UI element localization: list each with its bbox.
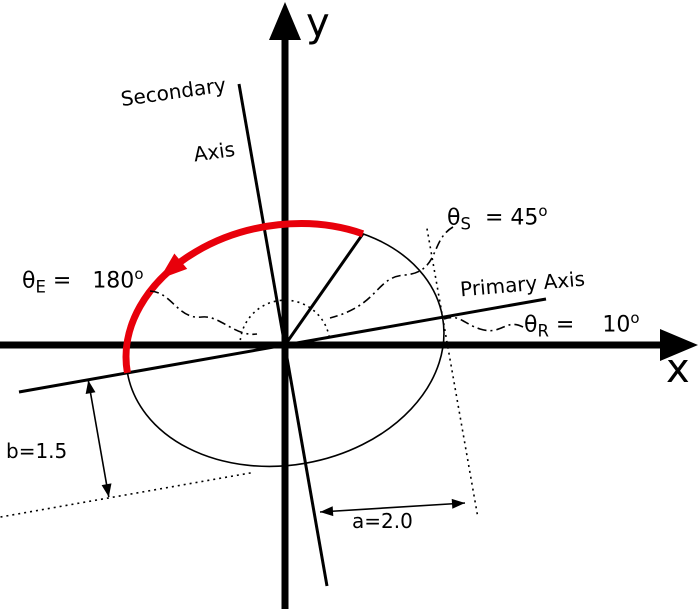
b-tangent-dotted-line (0, 471, 254, 518)
theta-e-subscript: E (35, 277, 46, 297)
secondary-axis-label: Secondary Axis (92, 32, 243, 221)
x-axis-arrowhead-icon (660, 329, 698, 361)
theta-s-label: θS = 45o (447, 203, 548, 234)
degree-sign: o (538, 202, 548, 220)
theta-e-label: θE = 180o (22, 266, 143, 297)
theta-s-value: = 45 (470, 205, 539, 231)
theta-s-subscript: S (460, 214, 471, 234)
theta-symbol: θ (22, 268, 36, 294)
theta-e-value: = 180 (45, 268, 135, 294)
b-dimension-arrowhead-icon (85, 380, 96, 394)
secondary-axis-label-line1: Secondary (119, 72, 228, 112)
theta-symbol: θ (447, 205, 461, 231)
x-axis-label: x (666, 346, 690, 392)
y-axis-label: y (306, 0, 330, 46)
secondary-axis-label-line2: Axis (192, 136, 237, 167)
a-dimension-label: a=2.0 (352, 509, 413, 533)
y-axis-arrowhead-icon (269, 2, 301, 40)
theta-r-label: θR = 10o (524, 310, 640, 341)
a-tangent-dotted-line (426, 228, 479, 515)
b-dimension-label: b=1.5 (6, 439, 68, 463)
a-dimension-arrowhead-icon (320, 506, 334, 517)
theta-r-value: = 10 (548, 312, 631, 338)
theta-s-leader-line (329, 226, 454, 319)
theta-r-subscript: R (537, 321, 549, 341)
degree-sign: o (630, 309, 640, 327)
theta-e-leader-line (149, 290, 258, 335)
sweep-direction-arrowhead-icon (159, 253, 188, 280)
sweep-arc (122, 220, 365, 374)
a-dimension-arrowhead-icon (451, 498, 465, 509)
b-dimension-arrowhead-icon (101, 483, 112, 497)
degree-sign: o (134, 265, 144, 283)
b-dimension-arrow (87, 380, 110, 498)
theta-s-radius-line (283, 232, 365, 346)
theta-r-leader-line (443, 316, 524, 332)
theta-symbol: θ (524, 312, 538, 338)
a-dimension-arrow (319, 502, 466, 513)
